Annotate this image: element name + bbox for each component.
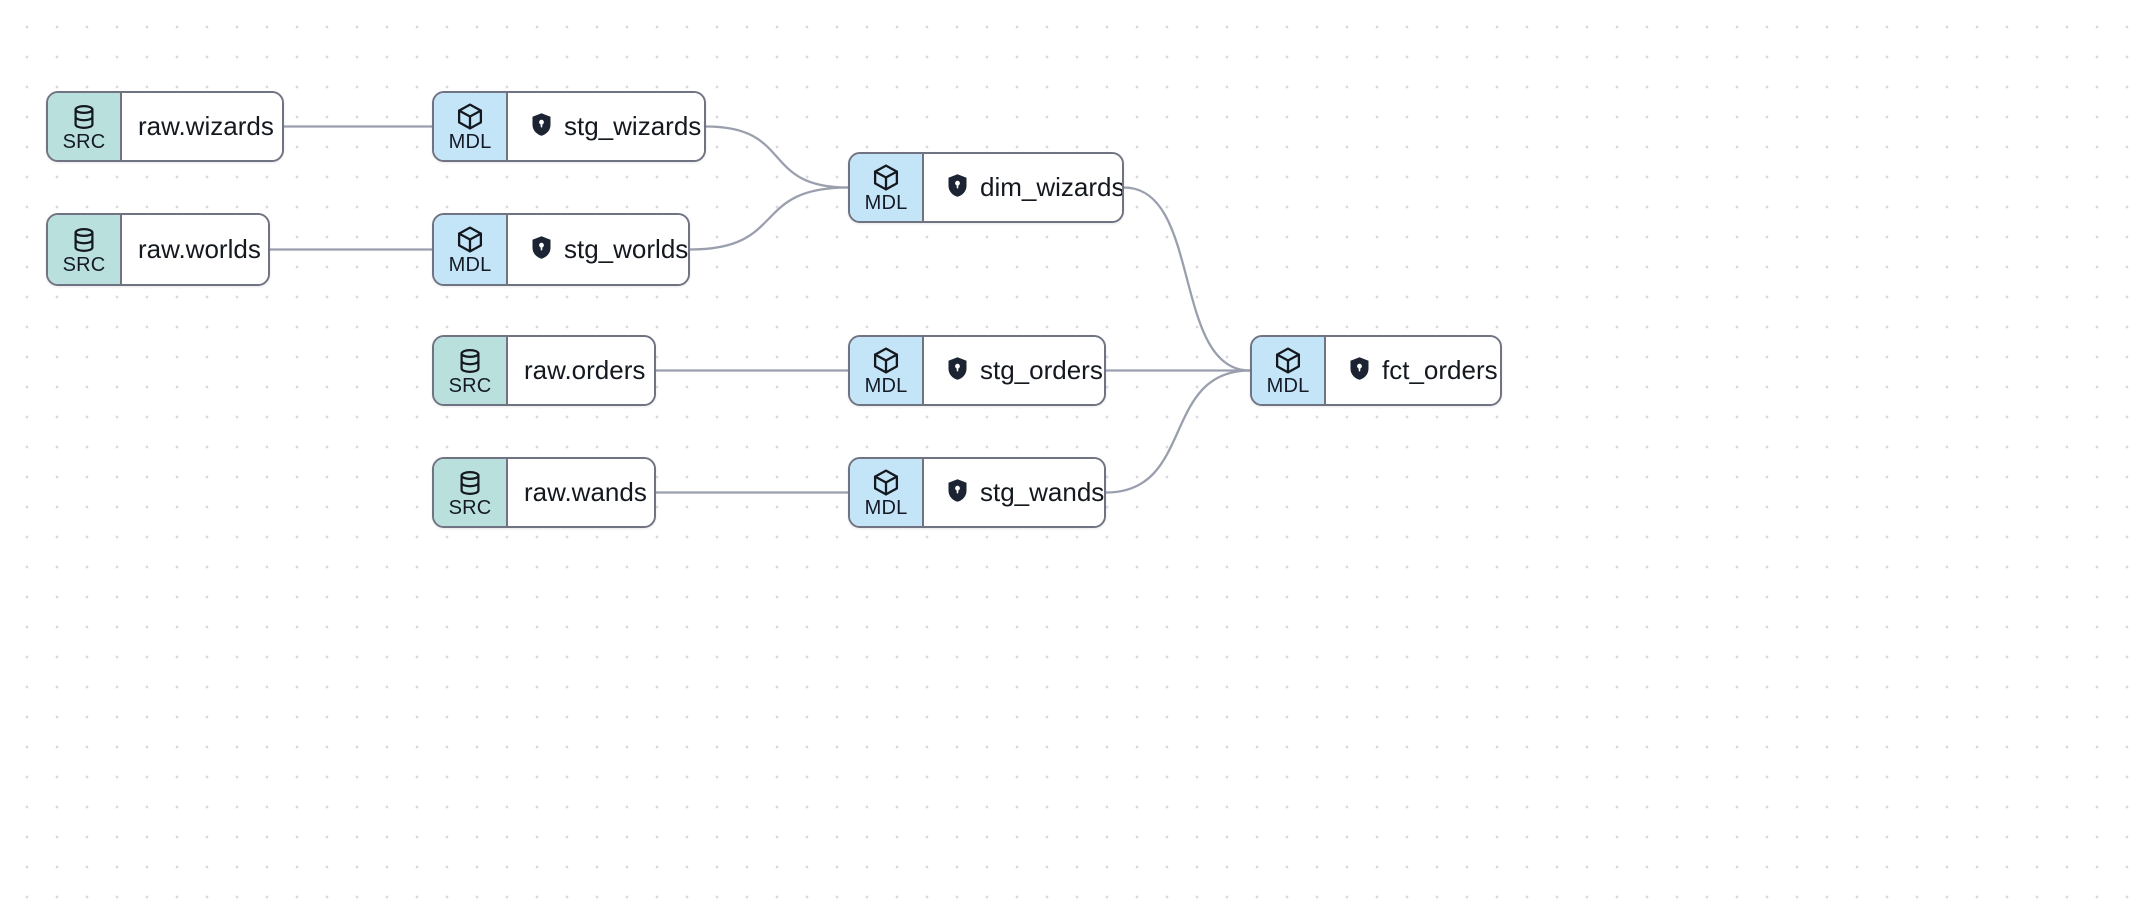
node-type-badge-mdl: MDL — [850, 459, 924, 526]
node-type-badge-mdl: MDL — [434, 215, 508, 284]
lineage-node-stg_wands[interactable]: MDL stg_wands — [848, 457, 1106, 528]
shield-lock-glyph — [1350, 356, 1369, 380]
node-body: raw.orders — [508, 337, 654, 404]
shield-lock-glyph — [948, 478, 967, 502]
node-body: fct_orders — [1326, 337, 1500, 404]
node-type-label: MDL — [864, 497, 908, 519]
node-type-label: MDL — [864, 375, 908, 397]
node-title: fct_orders — [1382, 355, 1498, 386]
shield-lock-icon — [1348, 356, 1371, 386]
shield-lock-glyph — [948, 356, 967, 380]
lineage-node-raw_orders[interactable]: SRC raw.orders — [432, 335, 656, 406]
shield-lock-icon — [946, 356, 969, 386]
node-body: stg_wizards — [508, 93, 704, 160]
lineage-edge-stg_worlds-to-dim_wizards — [688, 186, 850, 251]
cube-icon — [871, 468, 901, 497]
node-type-badge-mdl: MDL — [1252, 337, 1326, 404]
node-type-label: MDL — [448, 131, 492, 153]
node-type-label: MDL — [1266, 375, 1310, 397]
node-title: stg_wands — [980, 477, 1105, 508]
shield-lock-icon — [530, 235, 553, 265]
lineage-node-fct_orders[interactable]: MDL fct_orders — [1250, 335, 1502, 406]
database-icon — [69, 103, 99, 131]
shield-lock-glyph — [532, 112, 551, 136]
lineage-node-raw_wizards[interactable]: SRC raw.wizards — [46, 91, 284, 162]
node-type-badge-src: SRC — [48, 93, 122, 160]
cube-icon — [455, 102, 485, 131]
node-type-badge-mdl: MDL — [434, 93, 508, 160]
node-type-label: SRC — [448, 496, 492, 519]
database-icon — [69, 226, 99, 254]
node-type-badge-src: SRC — [434, 459, 508, 526]
node-title: stg_wizards — [564, 111, 702, 142]
node-body: raw.worlds — [122, 215, 268, 284]
shield-lock-icon — [946, 173, 969, 203]
node-type-badge-mdl: MDL — [850, 337, 924, 404]
shield-lock-glyph — [948, 173, 967, 197]
lineage-edge-stg_wizards-to-dim_wizards — [704, 125, 850, 189]
shield-lock-glyph — [532, 235, 551, 259]
node-type-badge-src: SRC — [48, 215, 122, 284]
database-icon — [455, 347, 485, 375]
lineage-node-stg_wizards[interactable]: MDL stg_wizards — [432, 91, 706, 162]
node-title: raw.orders — [524, 355, 646, 386]
lineage-node-stg_orders[interactable]: MDL stg_orders — [848, 335, 1106, 406]
node-title: raw.wizards — [138, 111, 274, 142]
database-icon — [455, 469, 485, 497]
lineage-node-stg_worlds[interactable]: MDL stg_worlds — [432, 213, 690, 286]
node-type-badge-mdl: MDL — [850, 154, 924, 221]
node-type-label: SRC — [62, 130, 106, 153]
cube-icon — [455, 225, 485, 254]
node-body: raw.wizards — [122, 93, 282, 160]
lineage-edge-dim_wizards-to-fct_orders — [1122, 186, 1252, 372]
node-body: stg_wands — [924, 459, 1105, 526]
node-body: stg_worlds — [508, 215, 689, 284]
shield-lock-icon — [946, 478, 969, 508]
lineage-node-dim_wizards[interactable]: MDL dim_wizards — [848, 152, 1124, 223]
cube-icon — [1273, 346, 1303, 375]
lineage-node-raw_worlds[interactable]: SRC raw.worlds — [46, 213, 270, 286]
node-body: dim_wizards — [924, 154, 1124, 221]
node-type-label: MDL — [448, 254, 492, 276]
node-title: stg_worlds — [564, 234, 689, 265]
node-type-label: SRC — [448, 374, 492, 397]
node-title: stg_orders — [980, 355, 1103, 386]
node-body: stg_orders — [924, 337, 1104, 404]
node-type-label: MDL — [864, 192, 908, 214]
node-title: raw.wands — [524, 477, 647, 508]
node-type-label: SRC — [62, 253, 106, 276]
node-body: raw.wands — [508, 459, 654, 526]
lineage-edge-stg_wands-to-fct_orders — [1104, 369, 1252, 494]
cube-icon — [871, 163, 901, 192]
shield-lock-icon — [530, 112, 553, 142]
lineage-node-raw_wands[interactable]: SRC raw.wands — [432, 457, 656, 528]
cube-icon — [871, 346, 901, 375]
node-title: dim_wizards — [980, 172, 1124, 203]
node-title: raw.worlds — [138, 234, 261, 265]
node-type-badge-src: SRC — [434, 337, 508, 404]
